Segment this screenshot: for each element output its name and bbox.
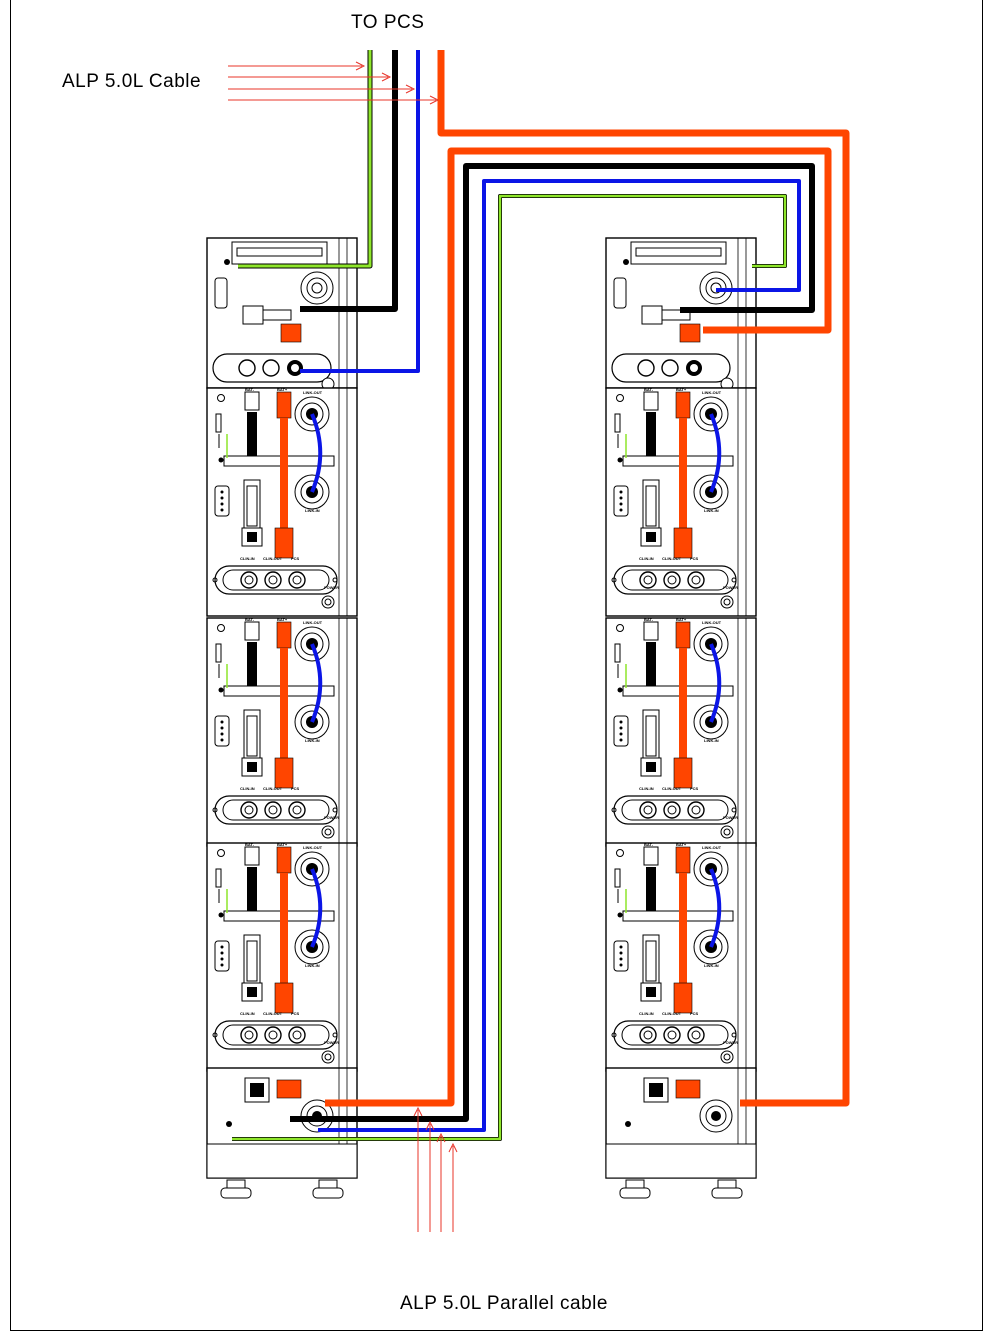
left-rack-module-3: [205, 841, 359, 1073]
module-port-label: BAT+: [676, 842, 687, 847]
module-port-label: LINK-OUT: [702, 390, 722, 395]
pcs-cables: [238, 50, 850, 1107]
module-port-label: BAT+: [277, 617, 288, 622]
right-rack-module-1: [604, 386, 758, 618]
module-port-label: POWER: [723, 815, 738, 820]
ground-cable-to-pcs: [238, 50, 373, 269]
parallel-cables: [232, 147, 832, 1141]
negative-cable-to-pcs: [300, 50, 398, 312]
parallel-ground-cable: [232, 194, 787, 1141]
module-port-label: CLIN-OUT: [263, 786, 283, 791]
module-port-label: BAT-: [644, 387, 654, 392]
module-port-label: PCS: [291, 1011, 300, 1016]
module-port-label: POWER: [723, 585, 738, 590]
comm-cable-to-pcs: [300, 50, 420, 373]
left-rack-base: [206, 1067, 358, 1199]
module-port-label: POWER: [324, 815, 339, 820]
module-port-label: PCS: [690, 786, 699, 791]
module-port-label: PCS: [690, 1011, 699, 1016]
to-pcs-label: TO PCS: [351, 12, 425, 33]
right-rack-top-bms: [605, 237, 757, 391]
module-port-label: LINK-IN: [704, 963, 719, 968]
module-port-label: BAT-: [245, 387, 255, 392]
module-port-label: LINK-IN: [305, 508, 320, 513]
right-battery-rack: [604, 237, 758, 1199]
module-port-label: LINK-IN: [305, 963, 320, 968]
module-port-label: CLIN-OUT: [263, 1011, 283, 1016]
module-port-label: LINK-OUT: [702, 845, 722, 850]
module-port-label: LINK-OUT: [303, 390, 323, 395]
module-port-label: CLIN-IN: [639, 556, 654, 561]
alp-cable-label: ALP 5.0L Cable: [62, 71, 202, 92]
right-rack-base: [605, 1067, 757, 1199]
cable-callout-arrows: [228, 61, 440, 105]
module-port-label: BAT-: [644, 617, 654, 622]
module-port-label: PCS: [291, 556, 300, 561]
power-cable-to-right-rack: [437, 50, 850, 1107]
module-port-label: LINK-IN: [704, 738, 719, 743]
module-port-label: CLIN-OUT: [662, 1011, 682, 1016]
module-port-label: CLIN-OUT: [662, 556, 682, 561]
left-rack-top-bms: [206, 237, 358, 391]
module-port-label: PCS: [690, 556, 699, 561]
module-port-label: POWER: [723, 1040, 738, 1045]
module-port-label: BAT+: [277, 842, 288, 847]
parallel-negative-cable: [290, 163, 815, 1122]
left-rack-module-1: [205, 386, 359, 618]
module-port-label: LINK-IN: [305, 738, 320, 743]
parallel-comm-cable: [318, 179, 801, 1132]
right-rack-module-3: [604, 841, 758, 1073]
module-port-label: LINK-OUT: [702, 620, 722, 625]
module-port-label: BAT-: [245, 842, 255, 847]
module-port-label: CLIN-IN: [240, 556, 255, 561]
module-port-label: LINK-IN: [704, 508, 719, 513]
module-port-label: CLIN-IN: [639, 1011, 654, 1016]
module-port-label: BAT+: [676, 617, 687, 622]
module-port-label: POWER: [324, 1040, 339, 1045]
module-port-label: BAT-: [644, 842, 654, 847]
module-port-label: BAT+: [676, 387, 687, 392]
right-rack-module-2: [604, 616, 758, 848]
module-port-label: LINK-OUT: [303, 845, 323, 850]
module-port-label: PCS: [291, 786, 300, 791]
module-port-label: CLIN-IN: [639, 786, 654, 791]
module-port-label: POWER: [324, 585, 339, 590]
module-port-label: CLIN-OUT: [263, 556, 283, 561]
parallel-callout-arrows: [413, 1106, 458, 1232]
left-battery-rack: [205, 237, 359, 1199]
module-port-label: LINK-OUT: [303, 620, 323, 625]
module-port-label: BAT-: [245, 617, 255, 622]
module-port-label: BAT+: [277, 387, 288, 392]
parallel-power-cable: [325, 147, 832, 1107]
module-port-label: CLIN-OUT: [662, 786, 682, 791]
parallel-cable-label: ALP 5.0L Parallel cable: [400, 1293, 608, 1314]
module-port-label: CLIN-IN: [240, 1011, 255, 1016]
left-rack-module-2: [205, 616, 359, 848]
module-port-label: CLIN-IN: [240, 786, 255, 791]
